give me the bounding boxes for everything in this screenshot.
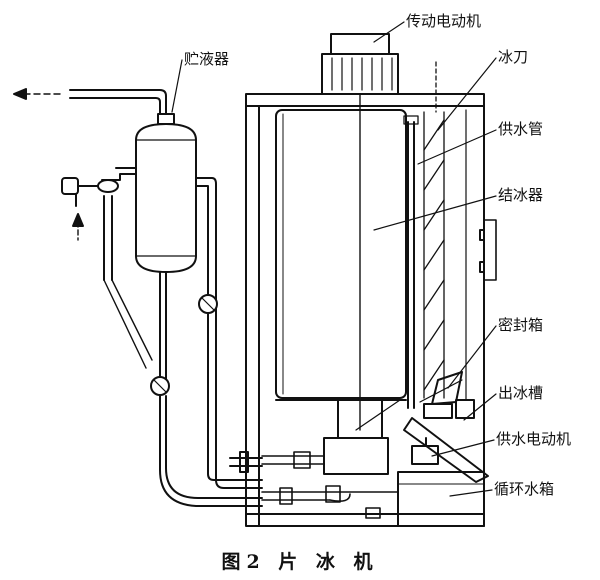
drive-motor-shape bbox=[321, 33, 399, 95]
label-drive-motor: 传动电动机 bbox=[406, 12, 482, 30]
label-circulation-tank: 循环水箱 bbox=[494, 480, 555, 498]
leader-lines bbox=[171, 21, 497, 497]
ice-machine-drawing bbox=[13, 21, 497, 527]
inlet-valve bbox=[61, 167, 137, 281]
label-ice-chute: 出冰槽 bbox=[498, 384, 544, 402]
label-seal-box: 密封箱 bbox=[498, 316, 544, 334]
bottom-piping bbox=[261, 451, 399, 519]
ice-blade-shape bbox=[423, 61, 445, 399]
reservoir-piping bbox=[103, 177, 263, 507]
label-water-pipe: 供水管 bbox=[498, 120, 544, 138]
ice-maker-drum bbox=[275, 109, 407, 401]
circulation-tank-shape bbox=[397, 471, 485, 527]
side-door bbox=[465, 109, 497, 401]
gearbox-shape bbox=[323, 399, 401, 475]
label-ice-maker: 结冰器 bbox=[498, 186, 544, 204]
ice-chute-shape bbox=[403, 399, 489, 483]
water-pipe-shape bbox=[403, 115, 419, 409]
cabinet-frame bbox=[245, 93, 485, 527]
outlet-pipe bbox=[13, 88, 167, 115]
label-reservoir: 贮液器 bbox=[184, 50, 230, 68]
label-water-pump-motor: 供水电动机 bbox=[496, 430, 572, 448]
label-ice-blade: 冰刀 bbox=[498, 48, 529, 66]
figure-caption: 图2 片 冰 机 bbox=[221, 551, 379, 573]
reservoir-shape bbox=[135, 113, 197, 273]
